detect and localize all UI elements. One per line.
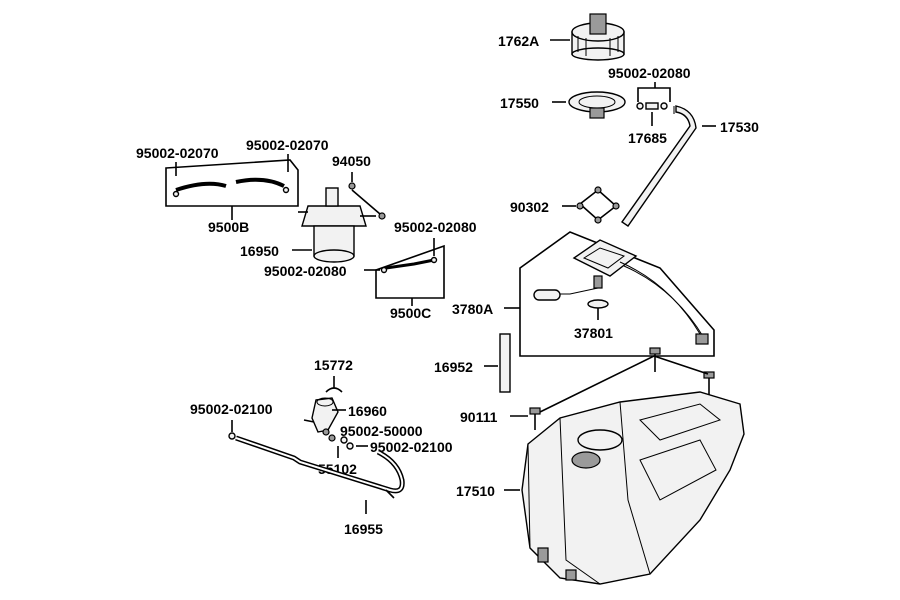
label-37801: 37801 xyxy=(574,325,613,341)
fuel-pump-part xyxy=(298,187,376,263)
bracket-90111 xyxy=(539,355,709,413)
fuel-filter-part xyxy=(499,333,511,393)
label-17550: 17550 xyxy=(500,95,539,111)
label-95002-02080-top: 95002-02080 xyxy=(608,65,691,81)
fuel-valve-part xyxy=(303,397,339,433)
label-1762A: 1762A xyxy=(498,33,539,49)
label-3780A: 3780A xyxy=(452,301,493,317)
label-95002-02080-mid: 95002-02080 xyxy=(394,219,477,235)
bracket-90302 xyxy=(579,188,618,222)
label-95002-02100-right: 95002-02100 xyxy=(370,439,453,455)
label-94050: 94050 xyxy=(332,153,371,169)
hose-clamp-part xyxy=(325,387,343,393)
bracket-9500C xyxy=(375,244,445,299)
clip-part xyxy=(636,102,668,110)
bracket-95002-02080-top xyxy=(637,87,671,102)
label-95002-02080-left: 95002-02080 xyxy=(264,263,347,279)
connector-part xyxy=(322,428,354,450)
fuel-tank-part xyxy=(521,391,745,585)
label-9500C: 9500C xyxy=(390,305,431,321)
label-16960: 16960 xyxy=(348,403,387,419)
bracket-9500B xyxy=(165,159,299,207)
label-16952: 16952 xyxy=(434,359,473,375)
bolt-part xyxy=(348,182,386,220)
cap-gasket-part xyxy=(568,91,626,119)
fuel-gauge-unit-part xyxy=(533,239,709,345)
label-95002-02100-left: 95002-02100 xyxy=(190,401,273,417)
label-17510: 17510 xyxy=(456,483,495,499)
label-16950: 16950 xyxy=(240,243,279,259)
fuel-hose-long-part xyxy=(228,432,405,499)
gauge-gasket-part xyxy=(587,299,609,309)
label-95002-02070-right: 95002-02070 xyxy=(246,137,329,153)
vacuum-hose-part xyxy=(380,256,438,274)
label-9500B: 9500B xyxy=(208,219,249,235)
label-17685: 17685 xyxy=(628,130,667,146)
label-17530: 17530 xyxy=(720,119,759,135)
label-90302: 90302 xyxy=(510,199,549,215)
screw-part xyxy=(576,186,620,224)
label-95002-02070-left: 95002-02070 xyxy=(136,145,219,161)
bracket-3780A xyxy=(519,231,715,357)
label-16955: 16955 xyxy=(344,521,383,537)
fuel-cap-part xyxy=(571,13,625,61)
label-95002-50000: 95002-50000 xyxy=(340,423,423,439)
breather-tube-part xyxy=(621,105,697,227)
label-90111: 90111 xyxy=(460,409,498,425)
label-15772: 15772 xyxy=(314,357,353,373)
fuel-hose-part xyxy=(172,177,290,198)
